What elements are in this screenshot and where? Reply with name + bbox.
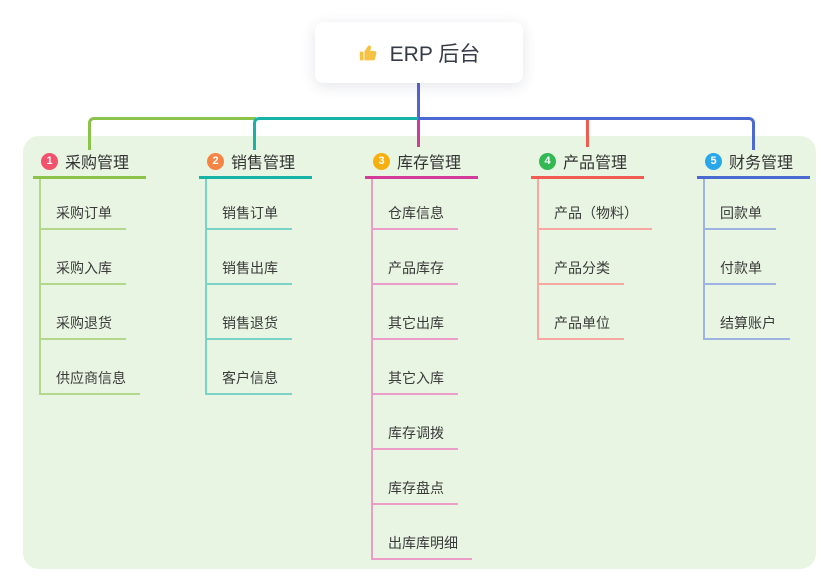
branch-purchase-trunk-line bbox=[39, 179, 41, 395]
connector-branch-inventory bbox=[417, 120, 420, 147]
root-node[interactable]: ERP 后台 bbox=[315, 22, 523, 83]
child-other-inbound[interactable]: 其它入库 bbox=[371, 370, 458, 395]
branch-product-node[interactable]: 4 产品管理 bbox=[531, 146, 644, 179]
child-warehouse-info[interactable]: 仓库信息 bbox=[371, 205, 458, 230]
child-purchase-return[interactable]: 采购退货 bbox=[39, 315, 126, 340]
branch-sales-node[interactable]: 2 销售管理 bbox=[199, 146, 312, 179]
branch-inventory-label: 库存管理 bbox=[397, 155, 462, 172]
child-product-material[interactable]: 产品（物料） bbox=[537, 205, 652, 230]
branch-product-label: 产品管理 bbox=[563, 155, 628, 172]
child-payment-doc[interactable]: 付款单 bbox=[703, 260, 776, 285]
connector-branch-product bbox=[586, 120, 589, 147]
child-other-outbound[interactable]: 其它出库 bbox=[371, 315, 458, 340]
connector-branch-purchase bbox=[88, 117, 256, 150]
connector-branch-finance bbox=[418, 117, 755, 150]
branch-purchase-label: 采购管理 bbox=[65, 155, 130, 172]
branch-finance-node[interactable]: 5 财务管理 bbox=[697, 146, 810, 179]
badge-4-icon: 4 bbox=[539, 152, 556, 170]
badge-5-icon: 5 bbox=[705, 152, 722, 170]
child-stock-transfer[interactable]: 库存调拨 bbox=[371, 425, 458, 450]
branch-finance-label: 财务管理 bbox=[729, 155, 794, 172]
connector-branch-sales bbox=[253, 117, 421, 150]
branch-sales-label: 销售管理 bbox=[231, 155, 296, 172]
child-product-unit[interactable]: 产品单位 bbox=[537, 315, 624, 340]
child-purchase-order[interactable]: 采购订单 bbox=[39, 205, 126, 230]
branch-finance-trunk-line bbox=[703, 179, 705, 340]
branches-background-panel bbox=[23, 136, 816, 569]
branch-purchase-node[interactable]: 1 采购管理 bbox=[33, 146, 146, 179]
child-outbound-detail[interactable]: 出库库明细 bbox=[371, 535, 472, 560]
child-purchase-inbound[interactable]: 采购入库 bbox=[39, 260, 126, 285]
branch-inventory-trunk-line bbox=[371, 179, 373, 560]
branch-product-trunk-line bbox=[537, 179, 539, 340]
thumbs-up-icon bbox=[358, 42, 380, 64]
badge-3-icon: 3 bbox=[373, 152, 390, 170]
badge-2-icon: 2 bbox=[207, 152, 224, 170]
badge-1-icon: 1 bbox=[41, 152, 58, 170]
root-label: ERP 后台 bbox=[389, 42, 481, 66]
child-settlement-account[interactable]: 结算账户 bbox=[703, 315, 790, 340]
branch-sales-trunk-line bbox=[205, 179, 207, 395]
child-product-category[interactable]: 产品分类 bbox=[537, 260, 624, 285]
branch-inventory-node[interactable]: 3 库存管理 bbox=[365, 146, 478, 179]
child-receipt-doc[interactable]: 回款单 bbox=[703, 205, 776, 230]
child-stock-taking[interactable]: 库存盘点 bbox=[371, 480, 458, 505]
child-sales-order[interactable]: 销售订单 bbox=[205, 205, 292, 230]
root-connector-stem bbox=[417, 83, 420, 118]
child-sales-return[interactable]: 销售退货 bbox=[205, 315, 292, 340]
child-customer-info[interactable]: 客户信息 bbox=[205, 370, 292, 395]
child-supplier-info[interactable]: 供应商信息 bbox=[39, 370, 140, 395]
child-product-stock[interactable]: 产品库存 bbox=[371, 260, 458, 285]
child-sales-outbound[interactable]: 销售出库 bbox=[205, 260, 292, 285]
